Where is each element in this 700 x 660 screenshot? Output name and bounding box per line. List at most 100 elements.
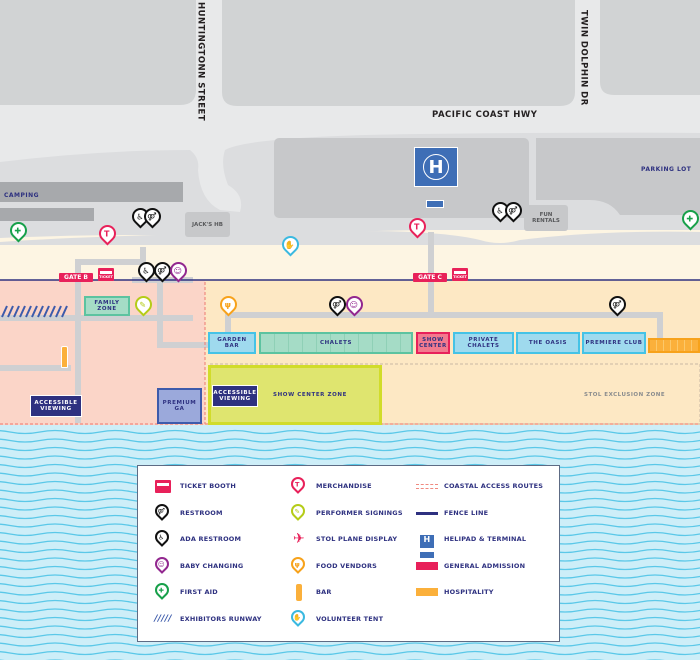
exhibitors-runway-icon: ///// (154, 614, 172, 624)
food-vendors-icon: ψ (288, 554, 308, 574)
fun-rentals-building: FUN RENTALS (524, 205, 568, 231)
chalets-zone: CHALETS (259, 332, 413, 354)
accessible-viewing-zone: ACCESSIBLE VIEWING (30, 395, 82, 417)
food-vendors-icon: ψ (288, 554, 310, 576)
stol-exclusion-zone-label: STOL EXCLUSION ZONE (584, 392, 666, 398)
premium-ga-zone: PREMIUM GA (157, 388, 202, 424)
hospitality-swatch (416, 582, 438, 602)
legend-label: VOLUNTEER TENT (316, 615, 384, 623)
legend-item: ✚ FIRST AID (152, 580, 218, 602)
legend-item: ✎ PERFORMER SIGNINGS (288, 501, 403, 523)
show-center-zone-box: SHOW CENTER (416, 332, 450, 354)
accessible-viewing-zone: ACCESSIBLE VIEWING (212, 385, 258, 407)
garden-bar-zone: GARDEN BAR (208, 332, 256, 354)
water-wave (0, 455, 700, 460)
bar-bottle-icon (288, 582, 310, 602)
legend-item: ✈ STOL PLANE DISPLAY (288, 529, 397, 549)
restroom-icon: ⚤ (152, 501, 172, 521)
merchandise-icon: T (288, 474, 310, 496)
ada-restroom-icon: ♿ (152, 527, 174, 549)
jacks-hb-building: JACK'S HB (185, 212, 230, 237)
legend-label: RESTROOM (180, 509, 223, 517)
private-chalets-zone: PRIVATE CHALETS (453, 332, 514, 354)
exhibitors-runway-stripe (55, 305, 62, 318)
ada-restroom-icon: ♿ (152, 527, 172, 547)
exhibitors-runway-stripe (1, 305, 8, 318)
bar-bottle-icon (61, 346, 68, 368)
legend-item: H HELIPAD & TERMINAL (416, 529, 527, 558)
legend-label: TICKET BOOTH (180, 482, 237, 490)
fence-line-icon (416, 503, 438, 523)
exhibitors-runway-stripe (19, 305, 26, 318)
exhibitors-runway-stripe (37, 305, 44, 318)
coastal-access-routes-icon (416, 476, 438, 496)
gate-c: GATE C (413, 273, 447, 282)
legend-label: HOSPITALITY (444, 588, 494, 596)
helipad-terminal (426, 200, 444, 208)
volunteer-tent-icon: ✋ (288, 607, 310, 629)
exhibitors-runway-stripe (25, 305, 32, 318)
legend-label: MERCHANDISE (316, 482, 372, 490)
legend-label: HELIPAD & TERMINAL (444, 535, 527, 543)
legend-label: EXHIBITORS RUNWAY (180, 615, 262, 623)
performer-signings-icon: ✎ (288, 501, 310, 523)
ticket-booth-icon (152, 476, 174, 496)
camping-label: CAMPING (4, 192, 40, 199)
legend-item: T MERCHANDISE (288, 474, 372, 496)
helipad: H (414, 147, 458, 187)
water-wave (0, 650, 700, 656)
legend-item: GENERAL ADMISSION (416, 556, 525, 576)
premiere-club-zone: PREMIERE CLUB (582, 332, 646, 354)
legend-item: ///// EXHIBITORS RUNWAY (152, 609, 262, 629)
legend-item: FENCE LINE (416, 503, 488, 523)
legend-item: BAR (288, 582, 332, 602)
the-oasis-zone: THE OASIS (516, 332, 580, 354)
gate-b: GATE B (59, 273, 93, 282)
legend-item: ☺BABY CHANGING (152, 554, 243, 576)
street-label-huntington: HUNTINGTONN STREET (195, 2, 206, 122)
ticket-booth-icon: TICKET (98, 268, 114, 281)
baby-changing-icon: ☺ (152, 554, 174, 576)
exhibitors-runway-stripe (7, 305, 14, 318)
ticket-booth-icon: TICKET (452, 268, 468, 281)
exhibitors-runway-stripe (31, 305, 38, 318)
legend-label: FIRST AID (180, 588, 218, 596)
plane-icon: ✈ (293, 531, 305, 547)
exhibitors-runway-stripe (49, 305, 56, 318)
legend-label: ADA RESTROOM (180, 535, 242, 543)
volunteer-tent-icon: ✋ (288, 607, 308, 627)
water-wave (0, 438, 700, 443)
legend-label: COASTAL ACCESS ROUTES (444, 482, 544, 490)
baby-changing-icon: ☺ (152, 554, 172, 574)
helipad-icon: H (416, 529, 438, 558)
hospitality-zone (648, 338, 700, 353)
legend-label: FENCE LINE (444, 509, 489, 517)
general-admission-swatch (416, 556, 438, 576)
family-zone: FAMILY ZONE (84, 296, 130, 316)
water-wave (0, 429, 700, 435)
legend-item: ψ FOOD VENDORS (288, 554, 378, 576)
legend-label: BAR (316, 588, 332, 596)
legend-label: FOOD VENDORS (316, 562, 378, 570)
first-aid-icon: ✚ (152, 580, 174, 602)
legend-item: COASTAL ACCESS ROUTES (416, 476, 543, 496)
water-wave (0, 446, 700, 452)
exhibitors-runway-stripe (13, 305, 20, 318)
water-wave (0, 642, 700, 647)
exhibitors-runway-stripe (61, 305, 68, 318)
legend-label: STOL PLANE DISPLAY (316, 535, 398, 543)
street-label-pch: PACIFIC COAST HWY (432, 110, 538, 120)
street-label-twin-dolphin: TWIN DOLPHIN DR (578, 10, 589, 106)
merchandise-icon: T (288, 474, 308, 494)
parking-lot-label: PARKING LOT (641, 166, 692, 173)
legend-label: PERFORMER SIGNINGS (316, 509, 403, 517)
restroom-icon: ⚤ (152, 501, 174, 523)
legend-item: ⚤ RESTROOM (152, 501, 223, 523)
exhibitors-runway-stripe (43, 305, 50, 318)
first-aid-icon: ✚ (152, 580, 172, 600)
legend-item: ♿ ADA RESTROOM (152, 527, 242, 549)
legend-label: GENERAL ADMISSION (444, 562, 526, 570)
legend-item: TICKET BOOTH (152, 476, 236, 496)
legend-item: ✋ VOLUNTEER TENT (288, 607, 384, 629)
